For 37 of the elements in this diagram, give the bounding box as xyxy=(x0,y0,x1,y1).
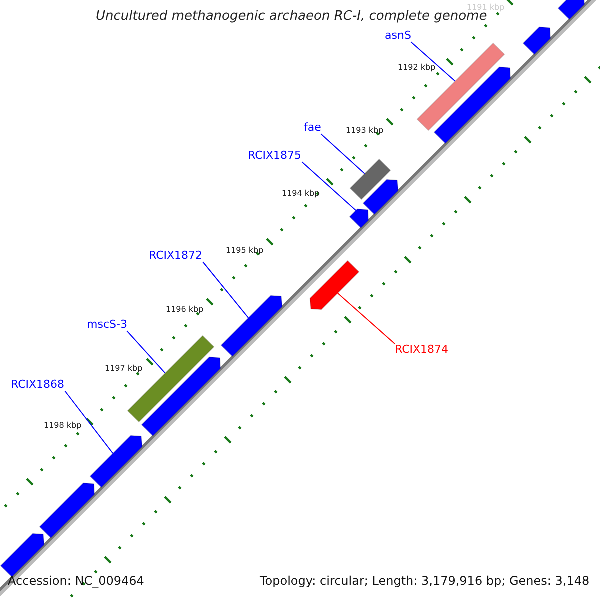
gene-label: RCIX1874 xyxy=(395,344,449,356)
gene-feature xyxy=(310,260,360,310)
gene-feature xyxy=(127,335,215,423)
leader-line xyxy=(64,390,114,454)
diagram-title: Uncultured methanogenic archaeon RC-I, complete genome xyxy=(96,10,488,24)
gene-label: RCIX1872 xyxy=(149,250,203,262)
gene-feature xyxy=(220,295,283,358)
footer-text: Topology: circular; Length: 3,179,916 bp; Genes: 3,148 xyxy=(260,575,590,588)
gene-feature xyxy=(39,482,96,539)
gene-label: fae xyxy=(304,122,322,134)
leader-line xyxy=(302,162,357,212)
tick-label: 1198 kbp xyxy=(44,422,82,431)
tick-label: 1197 kbp xyxy=(105,365,143,374)
gene-feature xyxy=(141,356,222,437)
tick-label: 1193 kbp xyxy=(346,127,384,136)
leader-line xyxy=(337,292,396,344)
gene-feature xyxy=(350,158,392,200)
tick-label: 1192 kbp xyxy=(398,64,436,73)
gene-feature xyxy=(349,208,370,229)
leader-line xyxy=(202,262,250,319)
footer-text: Accession: NC_009464 xyxy=(8,575,144,588)
gene-label: mscS-3 xyxy=(87,319,128,332)
gene-label: asnS xyxy=(385,30,412,42)
tick-label: 1196 kbp xyxy=(166,306,204,315)
gene-label: RCIX1875 xyxy=(248,150,302,162)
tick-label: 1195 kbp xyxy=(226,247,264,256)
leader-line xyxy=(320,134,366,174)
gene-feature xyxy=(362,179,399,216)
gene-label: RCIX1868 xyxy=(11,379,65,392)
gene-feature xyxy=(90,435,143,488)
tick-label: 1194 kbp xyxy=(282,190,320,199)
gene-feature xyxy=(416,42,506,132)
leader-line xyxy=(410,42,456,82)
gene-feature xyxy=(434,66,512,144)
leader-line xyxy=(126,330,166,374)
gene-feature xyxy=(558,0,586,20)
gene-feature xyxy=(522,26,552,56)
